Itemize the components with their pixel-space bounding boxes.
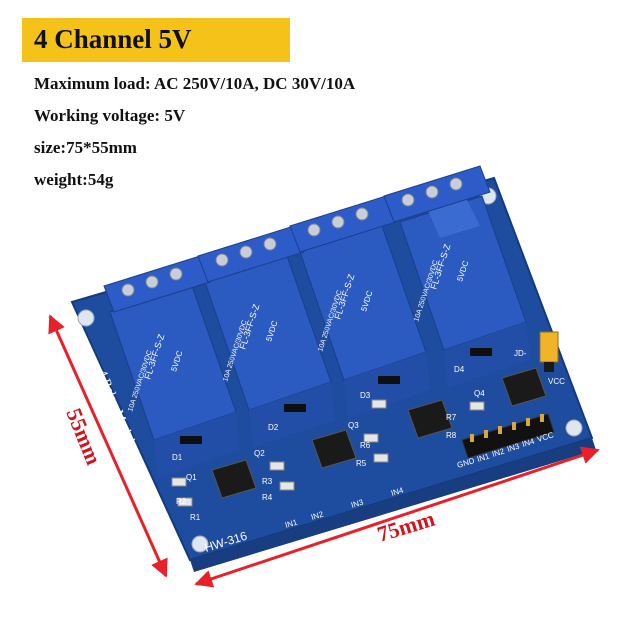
resistor-label-r2: R2	[176, 497, 187, 506]
diodes	[180, 348, 492, 444]
transistor-label-q2: Q2	[254, 449, 265, 458]
jumper-label-vcc: VCC	[548, 377, 565, 386]
resistor-label-r5: R5	[356, 459, 367, 468]
spec-max-load: Maximum load: AC 250V/10A, DC 30V/10A	[34, 74, 356, 93]
resistor-label-r6: R6	[360, 441, 371, 450]
spec-size: size:75*55mm	[34, 138, 137, 157]
transistor-label-q1: Q1	[186, 473, 197, 482]
terminal-screws	[121, 177, 463, 297]
title-banner: 4 Channel 5V	[22, 18, 290, 62]
spec-weight: weight:54g	[34, 170, 114, 189]
resistor-label-r3: R3	[262, 477, 273, 486]
jumper	[539, 331, 559, 372]
jumper-label-jd: JD-	[514, 349, 527, 358]
resistor-label-r7: R7	[446, 413, 457, 422]
diode-label-d1: D1	[172, 453, 183, 462]
title-text: 4 Channel 5V	[34, 24, 192, 54]
header-pins	[470, 414, 544, 442]
transistor-label-q3: Q3	[348, 421, 359, 430]
diode-label-d4: D4	[454, 365, 465, 374]
header-label-in4: IN4	[521, 437, 536, 449]
width-dimension-arrow	[194, 446, 600, 588]
diode-label-d2: D2	[268, 423, 279, 432]
spec-working-voltage: Working voltage: 5V	[34, 106, 186, 125]
resistor-label-r4: R4	[262, 493, 273, 502]
height-dimension-arrow	[48, 314, 168, 578]
resistor-label-r8: R8	[446, 431, 457, 440]
transistor-label-q4: Q4	[474, 389, 485, 398]
resistor-label-r1: R1	[190, 513, 201, 522]
height-dimension-label: 55mm	[61, 405, 106, 469]
diode-label-d3: D3	[360, 391, 371, 400]
